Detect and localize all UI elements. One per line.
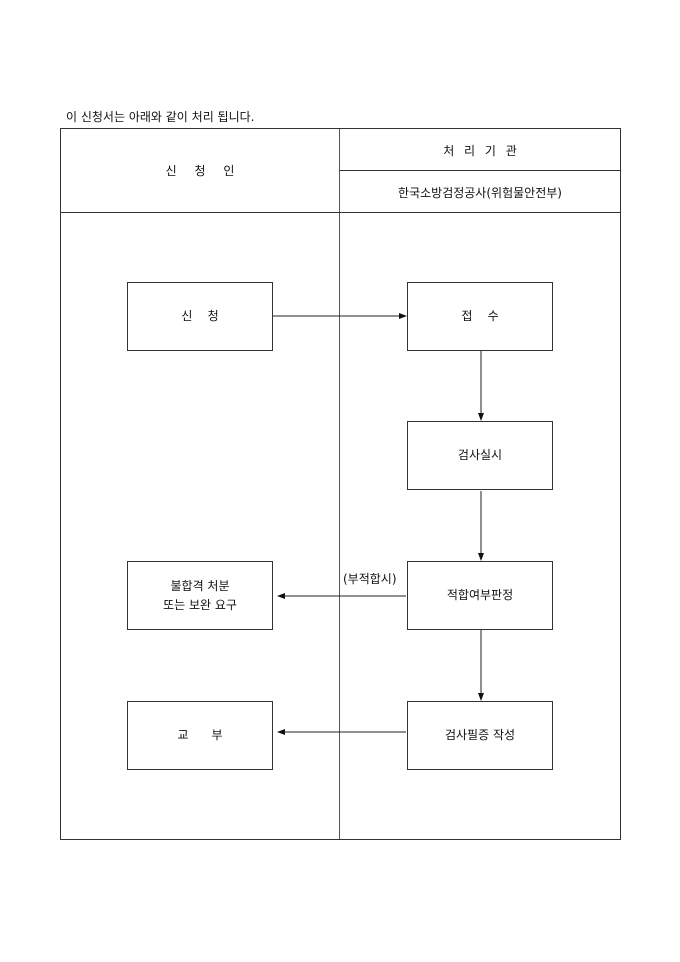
step-reject-line2: 또는 보완 요구 xyxy=(163,597,237,612)
step-issue-label: 교 부 xyxy=(177,728,223,742)
nonconform-label: (부적합시) xyxy=(343,572,397,586)
step-reject-line1: 불합격 처분 xyxy=(170,578,230,593)
step-certificate: 검사필증 작성 xyxy=(407,701,553,770)
step-apply-label: 신 청 xyxy=(181,309,219,323)
header-divider xyxy=(60,212,620,213)
step-inspect: 검사실시 xyxy=(407,421,553,490)
step-issue: 교 부 xyxy=(127,701,273,770)
intro-text: 이 신청서는 아래와 같이 처리 됩니다. xyxy=(66,110,255,124)
header-applicant: 신 청 인 xyxy=(165,164,235,178)
header-processor: 처 리 기 관 xyxy=(443,144,517,158)
step-judge: 적합여부판정 xyxy=(407,561,553,630)
process-table xyxy=(60,128,621,840)
step-certificate-label: 검사필증 작성 xyxy=(444,728,516,742)
step-receive: 접 수 xyxy=(407,282,553,351)
step-inspect-label: 검사실시 xyxy=(457,448,503,462)
column-divider xyxy=(339,129,340,839)
header-subdivider xyxy=(340,170,620,171)
step-apply: 신 청 xyxy=(127,282,273,351)
step-judge-label: 적합여부판정 xyxy=(446,588,514,602)
step-receive-label: 접 수 xyxy=(461,309,499,323)
header-agency: 한국소방검정공사(위험물안전부) xyxy=(398,186,562,200)
step-reject: 불합격 처분 또는 보완 요구 xyxy=(127,561,273,630)
